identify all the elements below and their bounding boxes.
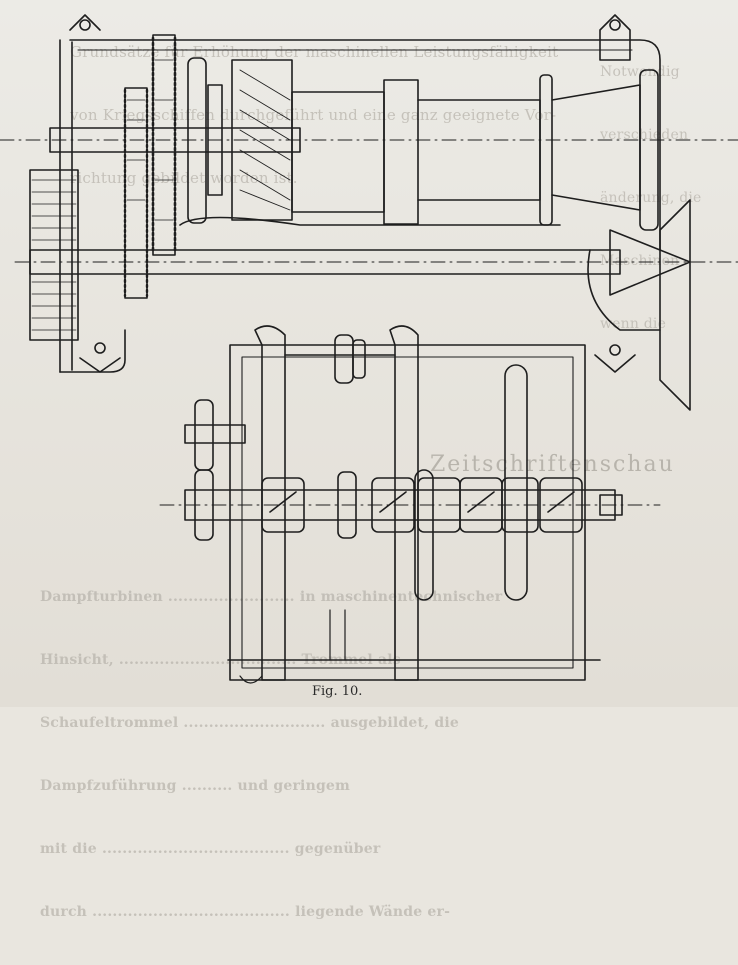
small-slot-lever (414, 469, 434, 601)
flywheel (29, 169, 79, 341)
scanned-page: Grundsätze für Erhöhung der maschinellen… (0, 0, 738, 920)
bleed-line: Hinsicht, ..............................… (40, 652, 401, 668)
frame-left-lug (69, 14, 101, 31)
link-pulleys (334, 334, 366, 384)
bleed-line: durch ..................................… (40, 904, 451, 920)
cam (261, 477, 305, 533)
frame-top-edge (69, 39, 661, 251)
left-lever (254, 325, 286, 681)
frame-left-wall (59, 39, 73, 373)
lower-frame-inner (241, 356, 574, 669)
drum-flange (383, 79, 419, 225)
lower-frame (227, 344, 601, 681)
cam (371, 477, 415, 533)
center-lines (0, 139, 738, 506)
collar (207, 84, 223, 196)
bleed-line: änderung, die (600, 190, 702, 206)
frame-left-foot (59, 329, 126, 373)
upper-shaft-body (49, 127, 301, 153)
side-pulley-lower (194, 469, 214, 541)
small-gear (124, 87, 148, 299)
detail-curves (239, 539, 396, 684)
lower-housing-line (179, 216, 561, 226)
cam (539, 477, 583, 533)
drum-end-ring (539, 74, 553, 226)
mount-bolt (94, 342, 106, 354)
turbine-drum (291, 69, 659, 231)
right-lever (389, 325, 419, 681)
gear-wheels (123, 34, 177, 299)
drum-shaft-housing (417, 99, 541, 201)
pulley (187, 57, 207, 224)
side-pulley-upper (194, 399, 214, 471)
mount-bolt (609, 19, 621, 31)
bleed-line: Dampfturbinen ......................... … (40, 589, 503, 605)
frame-right-lug (599, 14, 631, 61)
side-shaft-upper (184, 424, 246, 444)
cam-shaft-body (184, 489, 616, 521)
drum-end-disc (639, 69, 659, 231)
cam-slot (467, 491, 495, 513)
flywheel-rim (29, 169, 79, 341)
shaft-end-collar (599, 494, 623, 516)
levers (254, 325, 528, 681)
cam-pulley (337, 471, 357, 539)
small-gear-teeth (123, 88, 149, 298)
drum-cone (551, 84, 641, 211)
lower-shaft-body (29, 249, 621, 275)
cam-slot (269, 491, 297, 513)
cam (501, 477, 539, 533)
gear-hatch (126, 59, 174, 221)
frame-bottom-right-lug (594, 354, 636, 373)
bleed-line: Schaufeltrommel ........................… (40, 715, 459, 731)
cam-shaft (184, 471, 623, 539)
slot-lever (504, 364, 528, 601)
bleed-line: verschieden (600, 127, 689, 143)
machine-technical-drawing (0, 14, 738, 684)
bleed-line: Grundsätze für Erhöhung der maschinellen… (70, 43, 559, 61)
side-pulleys (184, 399, 246, 541)
bleed-through-heading: Zeitschriftenschau (430, 452, 675, 477)
cam-slot (547, 491, 575, 513)
bleed-line: Dampfzuführung .......... und geringem (40, 778, 351, 794)
figure-caption: Fig. 10. (312, 684, 363, 699)
frame-right-curve (587, 249, 661, 331)
bleed-line: mit die ................................… (40, 841, 381, 857)
cam-slot (379, 491, 407, 513)
link-pulley (334, 334, 354, 384)
upper-frame (59, 14, 661, 373)
frame-bottom-lug (79, 357, 121, 373)
large-gear (152, 34, 176, 256)
propeller-blade (659, 199, 691, 411)
flywheel-hatching (31, 179, 77, 331)
lower-shaft (29, 199, 691, 411)
bleed-through-text-top: Grundsätze für Erhöhung der maschinellen… (70, 0, 558, 231)
mount-bolt (609, 344, 621, 356)
turbine-blades (239, 69, 291, 211)
drum-body (291, 91, 385, 213)
lower-frame-outer (229, 344, 586, 681)
propeller-hub (609, 229, 691, 296)
link-collar (352, 339, 366, 379)
large-gear-teeth (151, 36, 177, 254)
upper-shaft (49, 57, 301, 224)
mount-bolt (79, 19, 91, 31)
